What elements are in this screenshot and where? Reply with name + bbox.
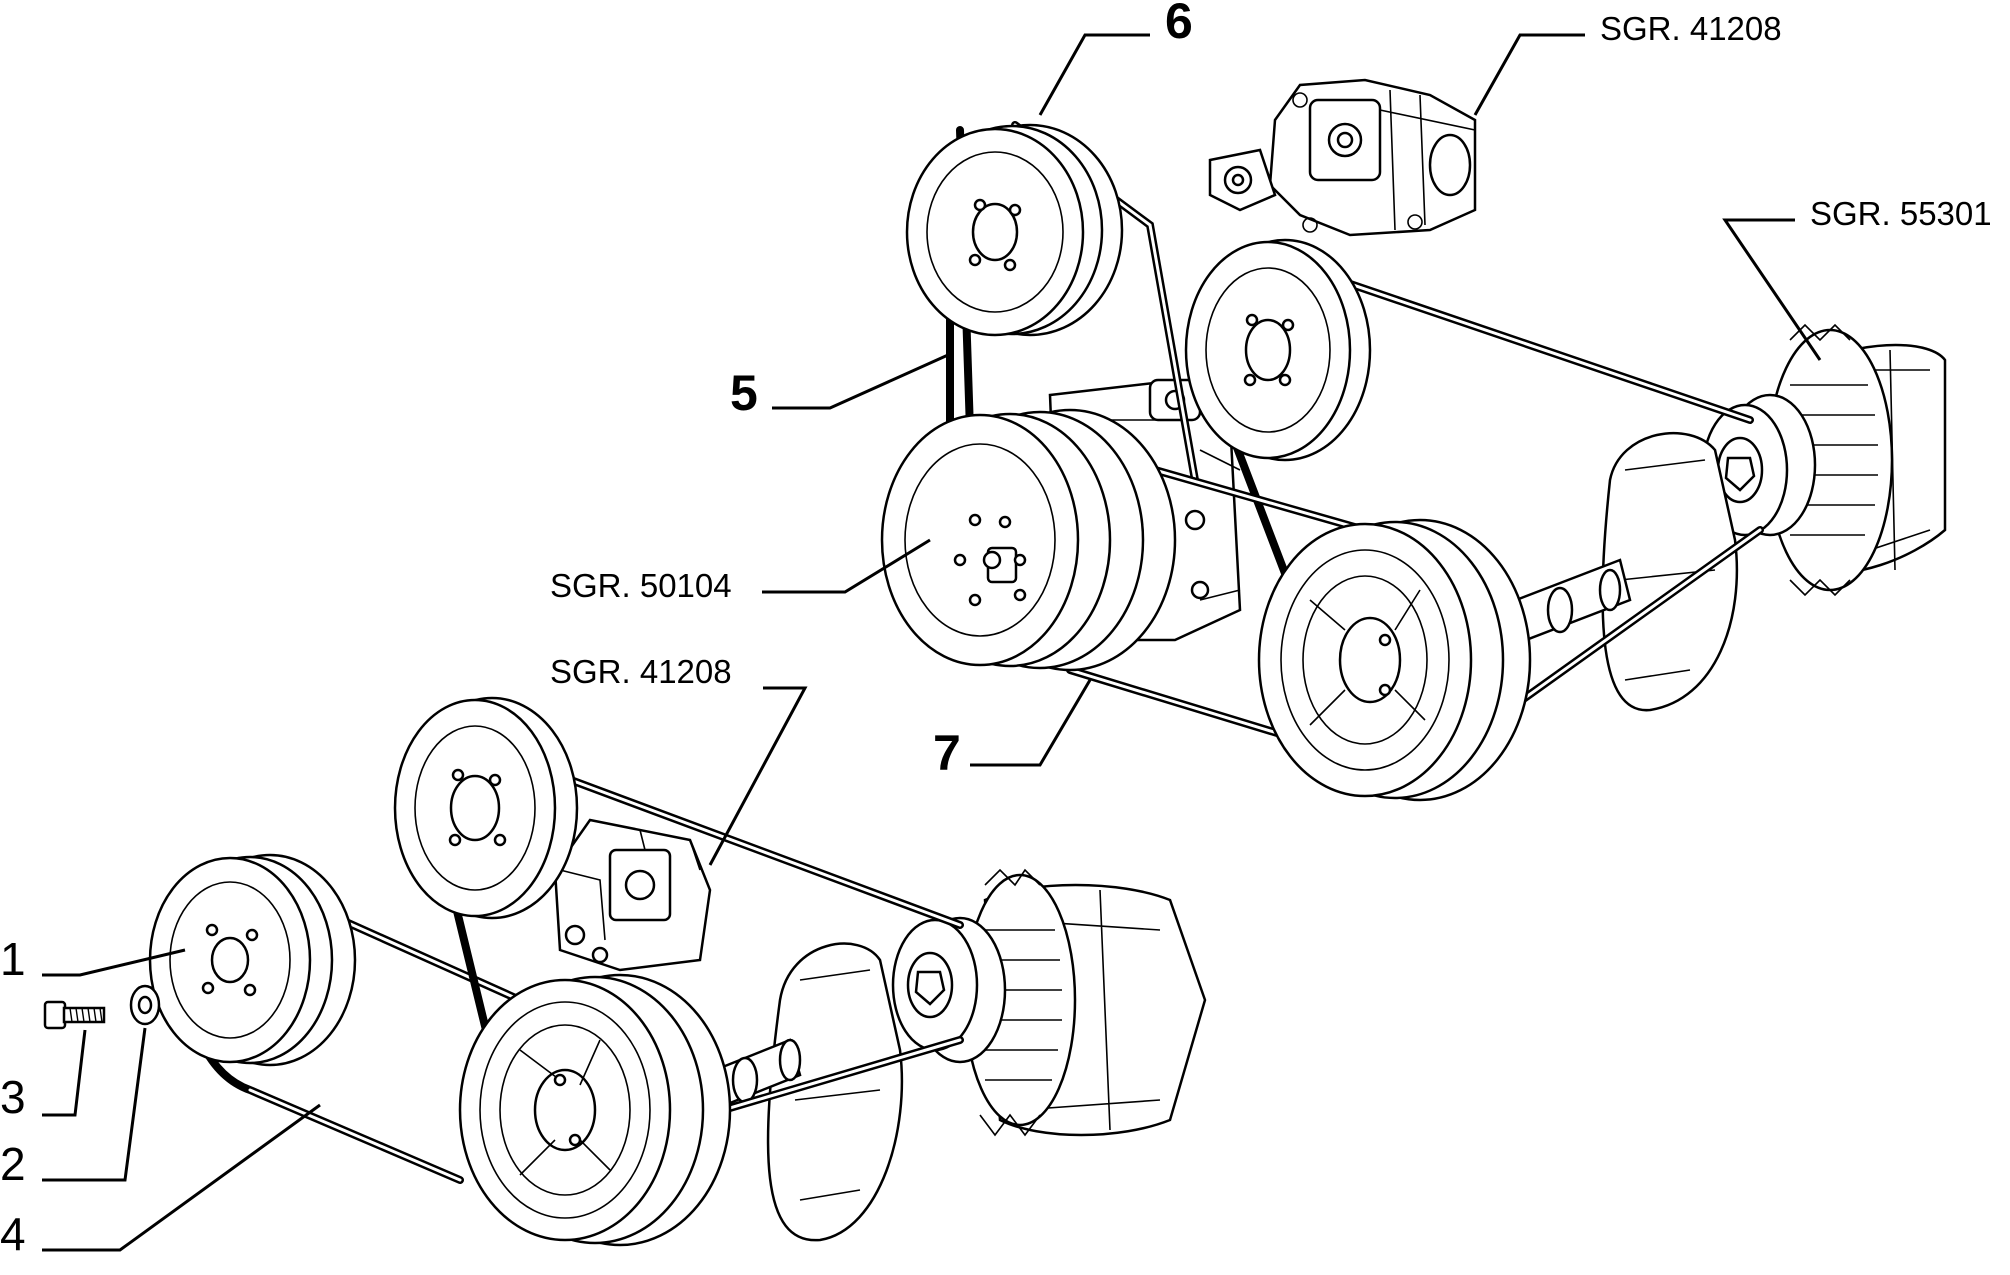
- pump-pulley-upper: [1184, 238, 1372, 462]
- callout-7: 7: [933, 679, 1092, 781]
- pulley-1: [148, 853, 357, 1067]
- alternator-upper: [1701, 323, 1947, 597]
- callout-6: 6: [1038, 0, 1193, 116]
- callout-7-label: 7: [933, 725, 961, 781]
- callout-1-label: 1: [0, 933, 26, 985]
- pump-pulley-lower: [393, 696, 579, 920]
- power-steering-pump-lower: [553, 818, 712, 972]
- upper-assembly: [880, 78, 1947, 802]
- compressor-clutch-pulley: [880, 408, 1177, 672]
- callout-ref-41208-top: SGR. 41208: [1473, 10, 1782, 116]
- callout-2-label: 2: [0, 1138, 26, 1190]
- ref-41208-top-label: SGR. 41208: [1600, 10, 1782, 47]
- callout-3: 3: [0, 1029, 87, 1123]
- lower-assembly: [43, 696, 1207, 1247]
- callout-5: 5: [730, 353, 949, 421]
- crank-pulley-lower: [458, 973, 732, 1247]
- engine-lower-bulk: [766, 942, 904, 1242]
- alternator-lower: [891, 868, 1207, 1137]
- ref-55301-label: SGR. 55301: [1810, 195, 1992, 232]
- callout-6-label: 6: [1165, 0, 1193, 49]
- callout-2: 2: [0, 1027, 147, 1190]
- callout-ref-55301: SGR. 55301: [1722, 195, 1992, 361]
- ref-50104-label: SGR. 50104: [550, 567, 732, 604]
- crank-pulley-upper: [1257, 518, 1532, 802]
- callout-4: 4: [0, 1103, 321, 1260]
- callout-3-label: 3: [0, 1071, 26, 1123]
- ref-41208-bottom-label: SGR. 41208: [550, 653, 732, 690]
- alternator-fan-lower: [963, 868, 1077, 1137]
- callout-4-label: 4: [0, 1208, 26, 1260]
- washer-2: [129, 984, 161, 1026]
- power-steering-pump-upper: [1208, 78, 1477, 237]
- pulley-6: [905, 123, 1124, 337]
- bolt-3: [43, 1000, 106, 1030]
- callout-5-label: 5: [730, 365, 758, 421]
- callout-ref-50104: SGR. 50104: [550, 538, 931, 604]
- callout-ref-41208-bottom: SGR. 41208: [550, 653, 808, 866]
- callout-1: 1: [0, 933, 186, 985]
